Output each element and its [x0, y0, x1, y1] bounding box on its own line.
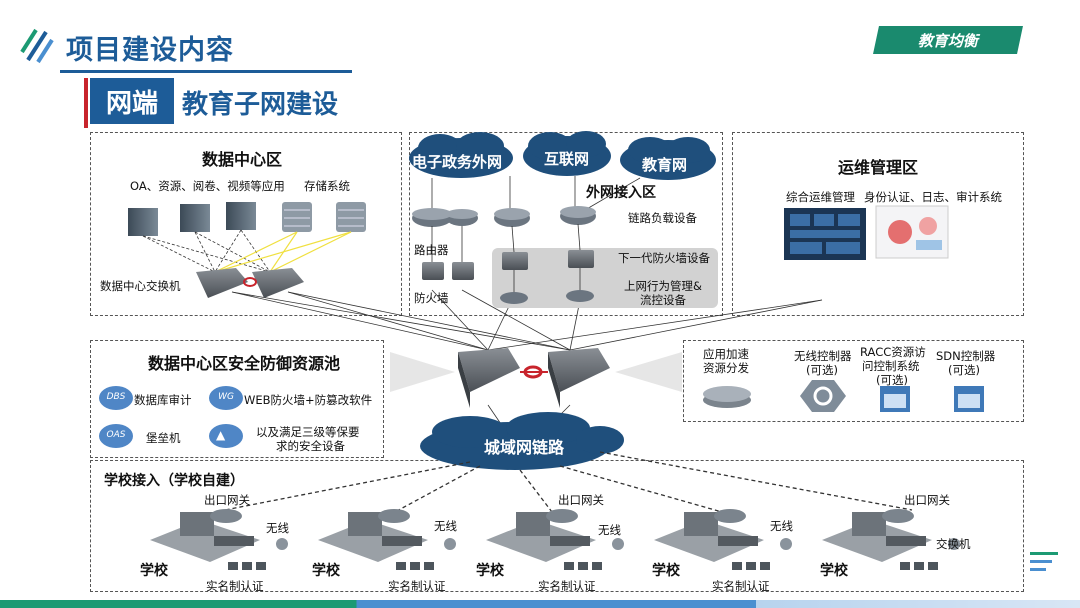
- school-name: 学校: [652, 563, 680, 579]
- wg-label: WEB防火墙+防篡改软件: [244, 393, 373, 407]
- dc-switch-icon: [196, 268, 304, 298]
- school-gateway-label: 出口网关: [904, 493, 950, 507]
- behavior-label-1: 上网行为管理&: [624, 279, 702, 293]
- accel-label-2: 资源分发: [703, 361, 749, 375]
- metro-label: 城域网链路: [484, 438, 565, 457]
- school-auth-label: 实名制认证: [712, 579, 770, 593]
- dbs-label: 数据库审计: [134, 393, 192, 407]
- security-pool-title: 数据中心区安全防御资源池: [148, 354, 341, 373]
- ngfw-label: 下一代防火墙设备: [618, 251, 710, 265]
- security-extra-1: 以及满足三级等保要: [256, 425, 360, 439]
- ops-line1: 综合运维管理: [786, 190, 855, 204]
- accel-label-1: 应用加速: [703, 347, 749, 361]
- cloud-egov: 电子政务外网: [412, 153, 503, 171]
- racc-label-1: RACC资源访: [860, 345, 926, 359]
- external-zone-title: 外网接入区: [586, 185, 656, 201]
- racc-label-3: (可选): [876, 373, 908, 387]
- security-pool-zone: [90, 340, 384, 458]
- services-zone: [683, 340, 1024, 422]
- school-wireless-label: 无线: [266, 521, 289, 535]
- server-icon: [128, 202, 366, 236]
- school-cluster: [822, 509, 960, 570]
- datacenter-storage-caption: 存储系统: [304, 179, 350, 193]
- footer-bar: [0, 600, 1080, 608]
- security-extra-2: 求的安全设备: [276, 439, 345, 453]
- school-gateway-label: 出口网关: [204, 493, 250, 507]
- sdn-label-1: SDN控制器: [936, 349, 996, 363]
- router-label: 路由器: [414, 243, 449, 257]
- school-zone-title: 学校接入（学校自建）: [104, 473, 244, 489]
- title-underline: [60, 70, 352, 73]
- datacenter-apps-caption: OA、资源、阅卷、视频等应用: [130, 179, 285, 193]
- school-switch-label: 交换机: [936, 537, 971, 551]
- external-access-zone: [409, 132, 723, 316]
- page-title: 项目建设内容: [66, 35, 234, 66]
- cloud-edu: 教育网: [642, 156, 688, 174]
- school-cluster: [150, 509, 288, 570]
- behavior-label-2: 流控设备: [640, 293, 686, 307]
- school-name: 学校: [820, 563, 848, 579]
- ops-zone: [732, 132, 1024, 316]
- cloud-internet: 互联网: [544, 150, 590, 168]
- school-cluster: [318, 509, 456, 570]
- datacenter-zone: [90, 132, 402, 316]
- racc-label-2: 问控制系统: [862, 359, 920, 373]
- school-name: 学校: [312, 563, 340, 579]
- datacenter-title: 数据中心区: [202, 150, 283, 169]
- menu-icon[interactable]: [1030, 552, 1060, 574]
- school-cluster: [654, 509, 792, 570]
- wireless-ctrl-label-1: 无线控制器: [794, 349, 852, 363]
- school-name: 学校: [140, 563, 168, 579]
- wg-badge: WG: [218, 392, 234, 402]
- load-balance-label: 链路负载设备: [628, 211, 697, 225]
- subheader-box: 网端: [90, 78, 174, 124]
- logo-icon: [20, 28, 54, 64]
- school-cluster: [486, 509, 624, 570]
- firewall-label: 防火墙: [414, 291, 449, 305]
- ops-title: 运维管理区: [838, 158, 919, 177]
- wireless-ctrl-label-2: (可选): [806, 363, 838, 377]
- school-wireless-label: 无线: [434, 519, 457, 533]
- school-auth-label: 实名制认证: [538, 579, 596, 593]
- oas-label: 堡垒机: [146, 431, 181, 445]
- dbs-badge: DBS: [106, 392, 126, 402]
- ops-line2: 身份认证、日志、审计系统: [864, 190, 1002, 204]
- subheader-title: 教育子网建设: [182, 90, 339, 120]
- datacenter-switch-label: 数据中心交换机: [100, 279, 181, 293]
- oas-badge: OAS: [106, 430, 126, 440]
- school-name: 学校: [476, 563, 504, 579]
- shield-icon: ▲: [216, 428, 226, 442]
- sdn-label-2: (可选): [948, 363, 980, 377]
- core-switch-icon: [458, 348, 610, 408]
- school-auth-label: 实名制认证: [388, 579, 446, 593]
- subheader-accent: [84, 78, 88, 128]
- school-auth-label: 实名制认证: [206, 579, 264, 593]
- school-wireless-label: 无线: [598, 523, 621, 537]
- school-wireless-label: 无线: [770, 519, 793, 533]
- school-gateway-label: 出口网关: [558, 493, 604, 507]
